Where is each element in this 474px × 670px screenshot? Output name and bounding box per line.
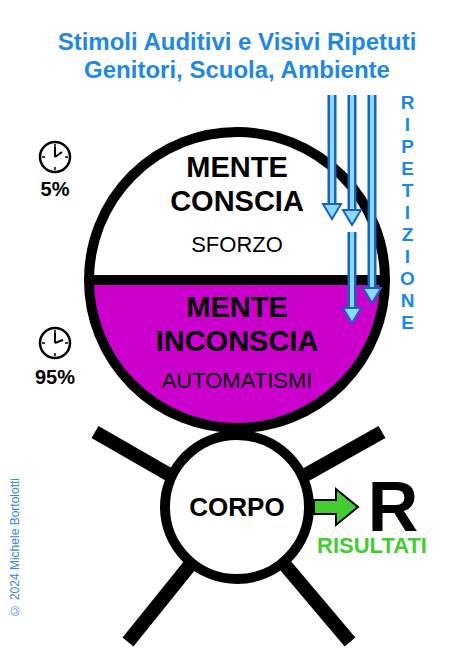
repetition-arrow [370,95,374,290]
unconscious-mind-half: MENTE INCONSCIA AUTOMATISMI [89,280,385,428]
clock-tick [42,342,45,344]
repetition-label: RIPETIZIONE [396,92,418,334]
repetition-arrow-head [343,308,361,323]
section-subtext: AUTOMATISMI [162,368,313,394]
body-circle: CORPO [165,435,309,579]
node-shape [165,435,309,579]
result-letter-text: R [368,468,419,546]
body-label: CORPO [189,492,284,522]
section-heading: MENTE CONSCIA [127,150,347,218]
node-shape [89,132,385,280]
repetition-arrow [350,232,354,310]
left-arm [95,432,175,478]
node-shape [89,280,385,428]
clock-icon [40,328,70,358]
clock-hand [55,340,63,343]
repetition-arrow-head [343,210,361,225]
section-subtext: SFORZO [191,232,283,258]
repetition-arrow [328,95,337,206]
clock-tick [65,342,68,344]
clock-tick [54,144,56,147]
percentage-label: 5% [25,178,85,201]
repetition-arrow-head [323,204,341,219]
repetition-arrow [348,232,357,310]
clock-tick [54,353,56,356]
repetition-arrow [350,95,354,212]
result-letter: R [358,468,428,546]
repetition-arrow-head [363,288,381,303]
left-leg [128,565,190,642]
section-heading: MENTE INCONSCIA [127,290,347,358]
clock-tick [54,330,56,333]
result-arrow [314,489,358,525]
clock-hand [55,152,62,157]
clock-tick [42,156,45,158]
repetition-arrow [368,95,377,290]
repetition-arrow [348,95,357,212]
diagram-title: Stimoli Auditivi e Visivi Ripetuti Genit… [27,28,447,84]
clock-icon [40,142,70,172]
right-leg [285,565,350,642]
clock-hand [54,333,56,343]
percentage-label: 95% [25,366,85,389]
repetition-arrow [330,95,334,206]
clock-tick [65,156,68,158]
clock-tick [54,167,56,170]
conscious-mind-half: MENTE CONSCIA SFORZO [89,132,385,280]
copyright-note: © 2024 Michele Bortolotti [8,478,22,617]
